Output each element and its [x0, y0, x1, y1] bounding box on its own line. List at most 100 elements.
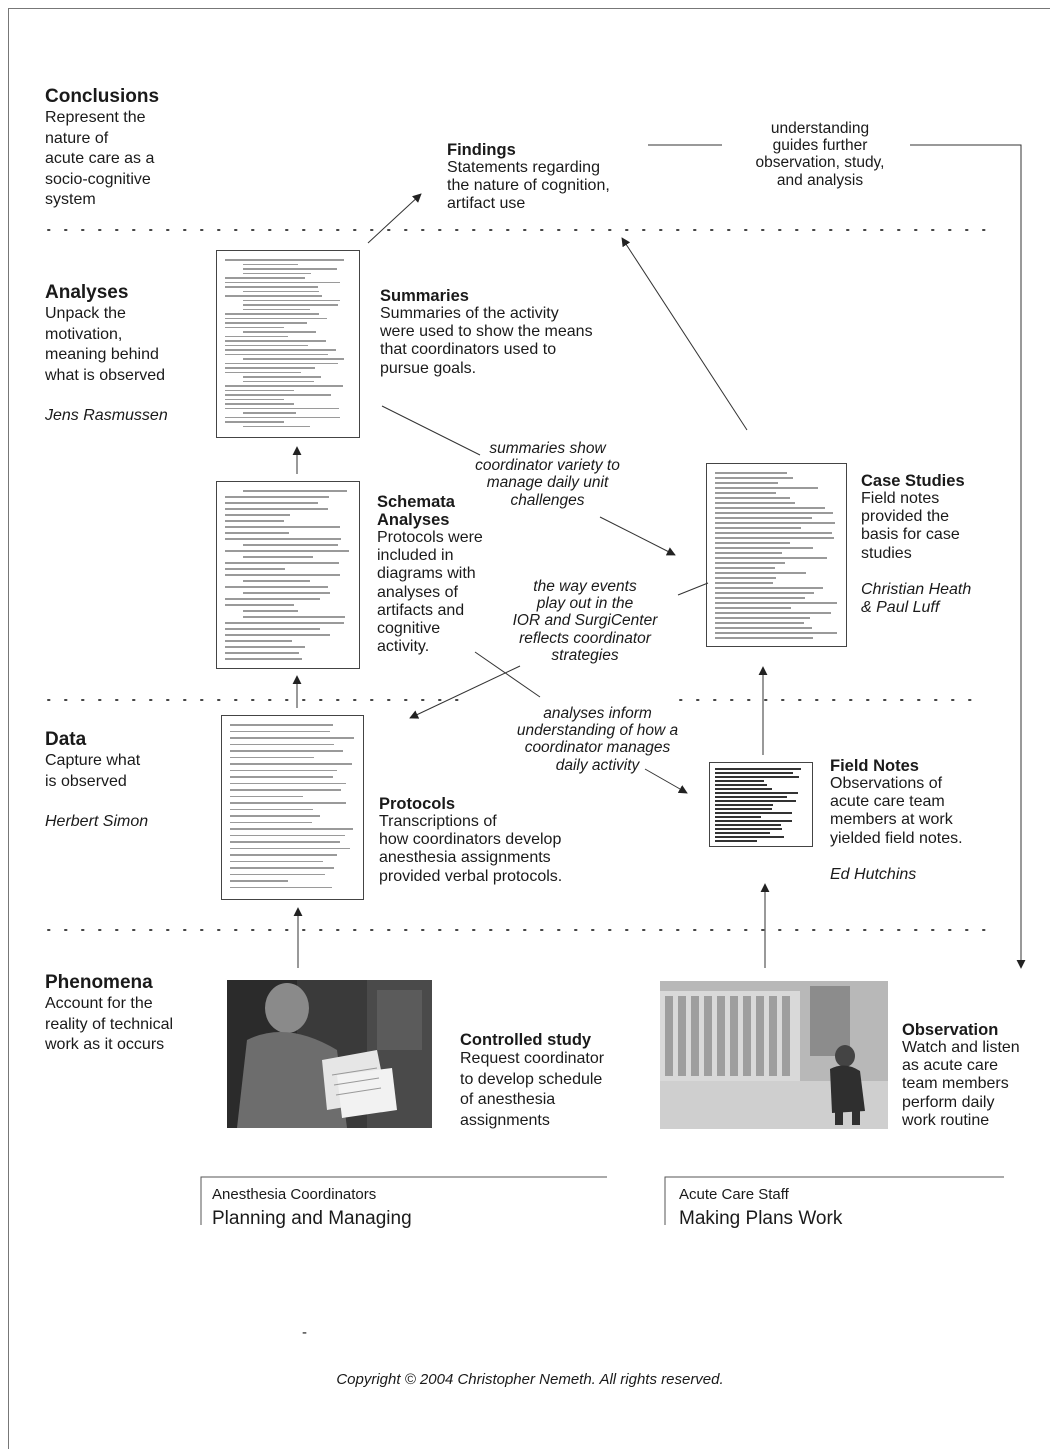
thumbnail-text-line [225, 367, 315, 369]
thumbnail-text-line [243, 376, 322, 378]
thumbnail-text-line [243, 380, 315, 382]
level-description: Account for the reality of technical wor… [45, 995, 174, 1053]
thumbnail-text-line [243, 268, 337, 270]
thumbnail-text-line [715, 637, 813, 639]
copyright: Copyright © 2004 Christopher Nemeth. All… [336, 1371, 724, 1388]
thumbnail-text-line [225, 340, 326, 342]
summaries-box: Summaries Summaries of the activity were… [380, 287, 640, 378]
group-anesthesia-coordinators: Anesthesia Coordinators Planning and Man… [212, 1186, 602, 1230]
thumbnail-text-line [225, 628, 321, 630]
arrow-case-to-findings [621, 237, 748, 431]
observation-box: Observation Watch and listen as acute ca… [902, 1021, 1047, 1130]
thumbnail-text-line [715, 627, 812, 629]
thumbnail-text-line [715, 567, 775, 569]
box-title: Summaries [380, 287, 469, 305]
thumbnail-text-line [715, 612, 831, 614]
thumbnail-text-line [243, 610, 298, 612]
thumbnail-text-line [243, 592, 330, 594]
thumbnail-text-line [715, 512, 834, 514]
field-notes-box: Field Notes Observations of acute care t… [830, 757, 1000, 884]
thumbnail-text-line [715, 776, 800, 778]
thumbnail-text-line [715, 597, 805, 599]
thumbnail-text-line [715, 477, 794, 479]
line-summaries-annotation [381, 405, 481, 456]
schemata-analyses-box: Schemata Analyses Protocols were include… [377, 493, 507, 656]
thumbnail-text-line [715, 796, 788, 798]
thumbnail-text-line [715, 487, 819, 489]
thumbnail-text-line [715, 562, 786, 564]
thumbnail-text-line [243, 272, 312, 274]
thumbnail-text-line [230, 854, 337, 856]
line-schemata-annotation [474, 651, 541, 698]
thumbnail-text-line [230, 763, 352, 765]
level-description: Unpack the motivation, meaning behind wh… [45, 305, 166, 384]
thumbnail-text-line [715, 632, 837, 634]
thumbnail-text-line [230, 808, 314, 810]
thumbnail-text-line [243, 331, 316, 333]
thumbnail-text-line [230, 750, 344, 752]
box-title: Field Notes [830, 757, 919, 775]
thumbnail-text-line [225, 349, 337, 351]
thumbnail-text-line [715, 537, 835, 539]
thumbnail-text-line [225, 353, 329, 355]
thumbnail-text-line [715, 804, 774, 806]
thumbnail-text-line [225, 574, 340, 576]
thumbnail-text-line [230, 821, 312, 823]
thumbnail-text-line [225, 520, 284, 522]
thumbnail-text-line [715, 788, 772, 790]
level-title: Conclusions [45, 86, 160, 107]
thumbnail-text-line [225, 508, 329, 510]
thumbnail-text-line [225, 550, 350, 552]
thumbnail-text-line [225, 538, 342, 540]
annotation-understanding: understanding guides further observation… [755, 120, 885, 189]
group-subtitle: Acute Care Staff [679, 1186, 789, 1203]
thumbnail-text-line [225, 652, 299, 654]
thumbnail-text-line [225, 562, 340, 564]
thumbnail-text-line [715, 502, 795, 504]
thumbnail-text-line [715, 816, 761, 818]
group-acute-care-staff: Acute Care Staff Making Plans Work [679, 1186, 999, 1230]
level-data: Data Capture what is observed Herbert Si… [45, 729, 215, 832]
box-description: Protocols were included in diagrams with… [377, 529, 483, 656]
thumbnail-text-line [225, 502, 318, 504]
box-title: Controlled study [460, 1031, 592, 1049]
thumbnail-text-line [715, 577, 777, 579]
thumbnail-text-line [715, 552, 782, 554]
box-description: Statements regarding the nature of cogni… [447, 159, 610, 213]
thumbnail-text-line [715, 607, 791, 609]
thumbnail-text-line [225, 416, 340, 418]
group-subtitle: Anesthesia Coordinators [212, 1186, 377, 1203]
thumbnail-text-line [225, 622, 344, 624]
controlled-study-box: Controlled study Request coordinator to … [460, 1031, 640, 1131]
thumbnail-text-line [715, 592, 814, 594]
thumbnail-text-line [225, 658, 303, 660]
thumbnail-text-line [230, 730, 331, 732]
thumbnail-text-line [225, 313, 320, 315]
thumbnail-text-line [715, 832, 770, 834]
thumbnail-text-line [225, 322, 308, 324]
thumbnail-text-line [715, 824, 782, 826]
thumbnail-text-line [225, 604, 294, 606]
thumbnail-text-line [715, 792, 799, 794]
thumbnail-text-line [225, 326, 285, 328]
thumbnail-text-line [715, 768, 802, 770]
box-description: Transcriptions of how coordinators devel… [379, 813, 563, 885]
protocols-box: Protocols Transcriptions of how coordina… [379, 795, 609, 886]
thumbnail-text-line [230, 847, 350, 849]
thumbnail-text-line [225, 407, 339, 409]
thumbnail-text-line [243, 544, 339, 546]
thumbnail-text-line [243, 290, 319, 292]
thumbnail-text-line [225, 640, 293, 642]
thumbnail-text-line [225, 568, 286, 570]
page-frame [8, 8, 1050, 1449]
box-author: Ed Hutchins [830, 865, 917, 883]
thumbnail-text-line [243, 556, 313, 558]
thumbnail-text-line [243, 304, 338, 306]
thumbnail-text-line [230, 867, 334, 869]
thumbnail-text-line [715, 780, 764, 782]
group-bracket-right [664, 1176, 1004, 1225]
box-description: Field notes provided the basis for case … [861, 490, 960, 562]
thumbnail-text-line [715, 507, 826, 509]
thumbnail-text-line [225, 362, 339, 364]
